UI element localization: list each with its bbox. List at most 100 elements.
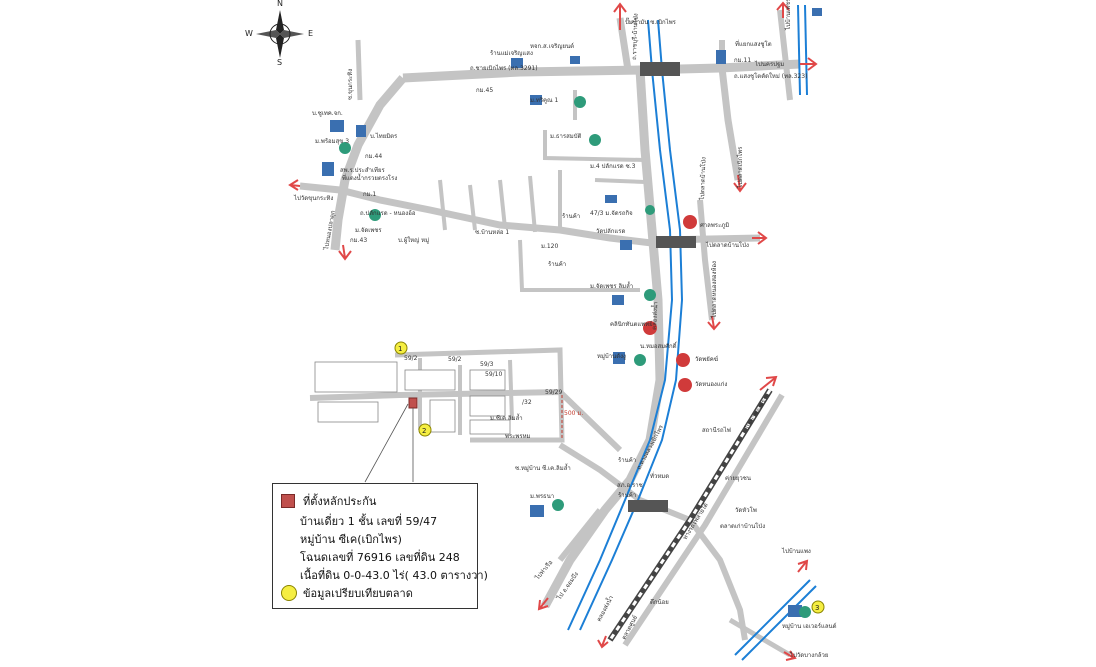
tree-icon	[634, 354, 646, 366]
building-icon	[788, 605, 802, 617]
building-icon	[716, 50, 726, 64]
compass-south: S	[277, 58, 283, 67]
to-potharam2-label: ไปตลาดบ้านโป่ง	[698, 157, 708, 201]
m-saksri-label: ม.พร้อมสุข 3	[315, 138, 349, 145]
plot-block-b	[404, 369, 456, 391]
compass-west: W	[245, 29, 253, 38]
comparison-marker-3	[811, 600, 825, 614]
wat-phakhao-label: วัดพยัคฆ์	[695, 355, 718, 363]
soi-south	[518, 239, 640, 292]
mo-sak-label: น.หมอสมศักดิ์	[640, 341, 678, 350]
road-pakraet	[299, 182, 661, 248]
building-icon	[530, 505, 544, 517]
b-loipailai-label: บ.ผู้ใหญ่ หมู่	[398, 236, 429, 244]
building-icon	[330, 120, 344, 132]
plot-59-2-label: 59/2	[404, 355, 418, 362]
m-charoen-label: ม.จัดเพชร	[355, 227, 382, 234]
to-ratchaburi-label: ไปนครปฐม	[754, 60, 784, 68]
comparison-marker-1	[394, 341, 408, 355]
road-3291-label: ถ.ชายเบิกไพร (ทล.3291)	[470, 64, 538, 72]
direction-arrows	[288, 1, 818, 661]
tree-icon	[369, 209, 381, 221]
plot-59-10-label: 59/10	[485, 371, 502, 378]
landmark-icon	[676, 353, 690, 367]
legend-comparison-title: ข้อมูลเปรียบเทียบตลาด	[303, 587, 413, 600]
legend-subject-row: ที่ตั้งหลักประกัน	[281, 492, 376, 510]
legend-house-type: บ้านเดี่ยว 1 ชั้น เลขที่ 59/47	[300, 515, 438, 528]
canal-top-right-b	[804, 4, 808, 96]
plot-block-a	[314, 361, 398, 393]
comparison-marker-2	[418, 423, 432, 437]
pt-tt-label: ที่แยกแสงชูโต	[735, 40, 772, 48]
highway-ns	[541, 69, 665, 609]
road-pakraet-label: ถ.ปลักแรด - หนองอ้อ	[360, 210, 416, 217]
road-north-left	[355, 39, 363, 101]
building-icons	[322, 8, 822, 617]
subject-property-marker	[408, 397, 418, 409]
road-north-top	[616, 17, 632, 71]
comparison-markers: 1 2 3	[394, 341, 825, 614]
to-sp-label: ไปเขาช่องพราน	[742, 392, 771, 432]
canal	[567, 4, 817, 661]
canal-name-2-label: คลองส่งน้ำ	[593, 593, 615, 623]
landmark-icon	[643, 321, 657, 335]
wat-khok-label: วัดหนองแก่ง	[695, 381, 727, 388]
school2-label: พี่แดงน้ำกรวยตรงโรง	[342, 172, 397, 182]
compass-north: N	[277, 0, 283, 8]
km43-label: กม.43	[350, 237, 367, 244]
compass-rose: N S W E	[244, 0, 316, 67]
building-icon	[812, 8, 822, 16]
road-sw	[557, 508, 603, 562]
plot-block-c	[469, 369, 506, 391]
mu120-label: ม.120	[541, 243, 558, 250]
m-thassombat-label: ม.ธารสมบัติ	[550, 133, 582, 140]
canal-top-right-a	[797, 4, 801, 96]
m-bankwang-label: หมู่บ้านดังงู	[597, 353, 626, 360]
m-jadphet-label: ม.จัดเพชร ลิมล้ำ	[590, 280, 633, 290]
b-thai-label: บ.ไทยมิตร	[370, 132, 398, 140]
soi-2	[468, 184, 477, 231]
soi-thas	[543, 130, 646, 162]
estate-main	[309, 388, 623, 453]
tree-icon	[339, 142, 351, 154]
plot-32-label: /32	[522, 399, 532, 406]
fire-label: ทั่วหมด	[650, 472, 669, 480]
shop-c-label: ร้านค้า	[618, 492, 636, 499]
wat-pakraet-label: วัดปลักแรด	[596, 228, 625, 235]
petrol-label: ปั๊มน้ำมัน ซ.เบิกไพร	[625, 16, 677, 26]
rd-ratburi-label: ถ.ราชบุรี-บ้านโป่ง	[630, 13, 640, 60]
distance-label: 500 ม.	[564, 410, 583, 417]
to-ratchaburi2-label: ไปตลาดเบิกไพร	[736, 146, 744, 189]
landmark-icon	[683, 215, 697, 229]
to-chombueng-label: ไปตลาดบ้านโป่ง	[705, 241, 749, 249]
km11-label: กม.11	[734, 57, 751, 64]
compass-east: E	[308, 29, 314, 38]
arrow-east-top	[800, 57, 818, 71]
building-icon	[613, 352, 625, 364]
mu3-riverland-label: หมู่บ้าน เอเวอร์แลนด์	[782, 622, 837, 630]
tree-icon	[552, 499, 564, 511]
plot-block-e	[429, 399, 456, 433]
school-label: สพ.ร.ประสำเทียร	[340, 166, 385, 174]
soi-ck-label: ซ.หมู่บ้าน ซี.เค.ลิมล้ำ	[515, 462, 571, 472]
clinic-label: คลินิกทันตแพทย์	[610, 320, 653, 328]
b-sukhothai-label: บ.ซูเทค.จก.	[312, 110, 343, 117]
tuk-noi-label: ตึกน้อย	[650, 599, 669, 606]
canal-east-bank	[579, 19, 684, 631]
legend-box: ที่ตั้งหลักประกัน บ้านเดี่ยว 1 ชั้น เลขท…	[272, 483, 488, 609]
comparison-marker-1-label: 1	[398, 345, 402, 353]
comparison-marker-2-label: 2	[422, 427, 426, 435]
estate-loop	[394, 347, 565, 443]
yuwa-label: ค่ายยุวชน	[725, 475, 751, 482]
road-to-bangkluay	[728, 617, 792, 658]
road-right-side	[697, 199, 715, 321]
km45-label: กม.45	[476, 87, 493, 94]
comparison-marker-3-label: 3	[815, 604, 819, 612]
shop-a2-label: ร้านค้า	[548, 261, 566, 268]
ban-khro-label: ซ.บ้านหล่อ 1	[475, 229, 509, 236]
sutthi-label: ศาลพระภูมิ	[700, 222, 729, 229]
mu-market-label: ตลาดเก่าบ้านโป่ง	[720, 522, 765, 530]
rail-side-road	[622, 393, 785, 647]
plot-59-3-label: 59/3	[480, 361, 494, 368]
